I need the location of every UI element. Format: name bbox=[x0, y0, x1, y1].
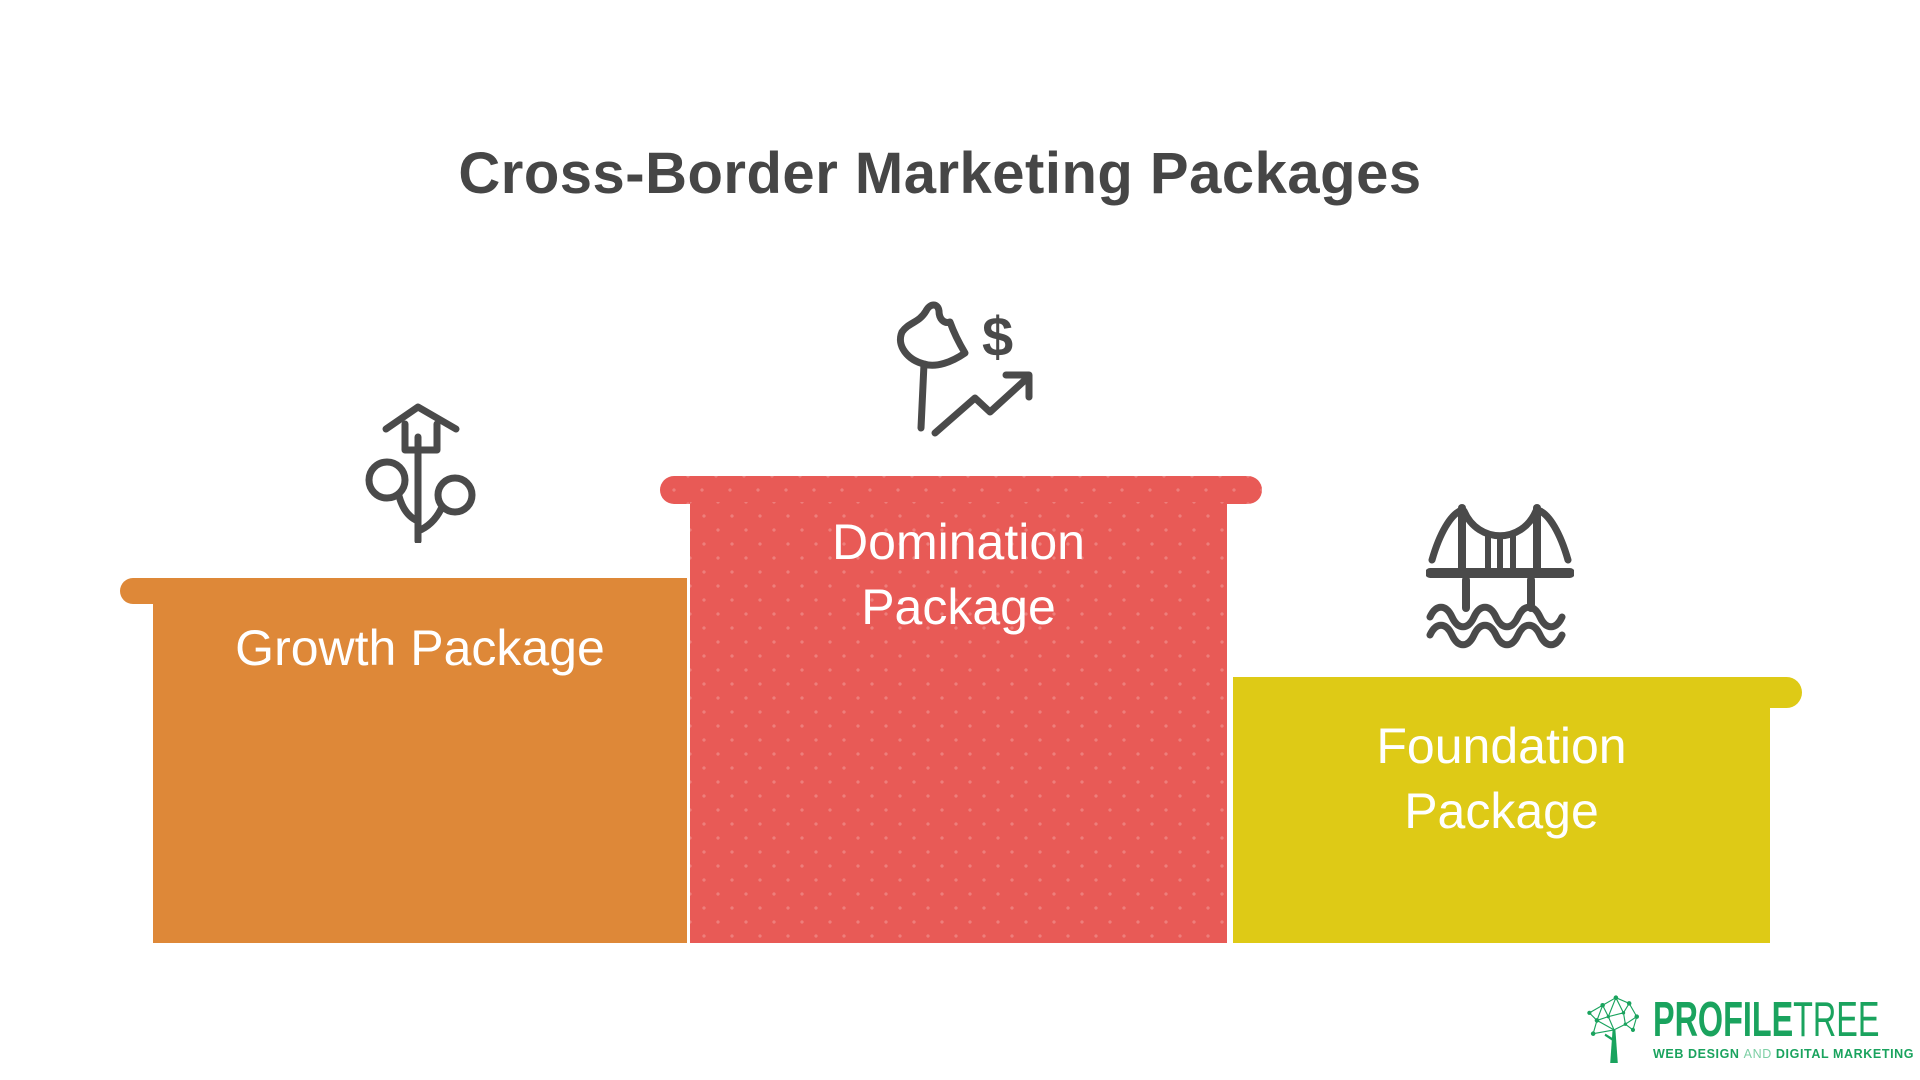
domination-package-label: Domination Package bbox=[832, 514, 1085, 635]
tagline-and: AND bbox=[1743, 1047, 1772, 1062]
tagline-digital-marketing: DIGITAL MARKETING bbox=[1775, 1047, 1915, 1062]
foundation-package-bar: Foundation Package bbox=[1233, 706, 1770, 943]
brand-light: TREE bbox=[1793, 993, 1880, 1047]
right-bud-circle bbox=[434, 474, 476, 516]
trend-line bbox=[931, 377, 1028, 437]
flag-banner bbox=[897, 301, 969, 369]
growth-package-cap bbox=[120, 578, 687, 604]
wave-line-1 bbox=[1426, 603, 1566, 631]
profiletree-logo: PROFILETREE WEB DESIGN AND DIGITAL MARKE… bbox=[1583, 992, 1920, 1064]
domination-package-bar: Domination Package bbox=[690, 502, 1227, 943]
plant-growth-house-arrow-icon bbox=[365, 403, 476, 543]
center-cable bbox=[1460, 507, 1540, 540]
logo-tagline: WEB DESIGN AND DIGITAL MARKETING bbox=[1653, 1047, 1920, 1061]
arrow-head bbox=[1002, 371, 1033, 401]
left-branch bbox=[395, 492, 422, 525]
domination-package-cap bbox=[660, 476, 1262, 504]
dollar-sign: $ bbox=[982, 305, 1013, 368]
flag-pole bbox=[917, 360, 928, 432]
roof-chevron bbox=[382, 403, 460, 433]
tree-trunk bbox=[1610, 1029, 1618, 1064]
tree-network-icon bbox=[1587, 995, 1640, 1064]
brand-name: PROFILETREE bbox=[1653, 996, 1879, 1045]
logo-text: PROFILETREE WEB DESIGN AND DIGITAL MARKE… bbox=[1653, 996, 1920, 1062]
left-bud-circle bbox=[365, 458, 409, 502]
foundation-package-cap bbox=[1233, 677, 1802, 708]
flag-dollar-trend-icon: $ bbox=[897, 301, 1033, 437]
right-cable bbox=[1536, 507, 1572, 564]
growth-package-label: Growth Package bbox=[235, 620, 605, 676]
brand-bold: PROFILE bbox=[1653, 993, 1794, 1047]
right-branch bbox=[414, 505, 445, 535]
growth-package-bar: Growth Package bbox=[153, 602, 687, 943]
foundation-package-label: Foundation Package bbox=[1376, 718, 1627, 839]
page-title: Cross-Border Marketing Packages bbox=[458, 141, 1422, 206]
left-cable bbox=[1428, 507, 1464, 564]
wave-line-2 bbox=[1426, 621, 1566, 649]
tagline-web-design: WEB DESIGN bbox=[1653, 1047, 1740, 1062]
suspension-bridge-icon bbox=[1426, 504, 1574, 649]
